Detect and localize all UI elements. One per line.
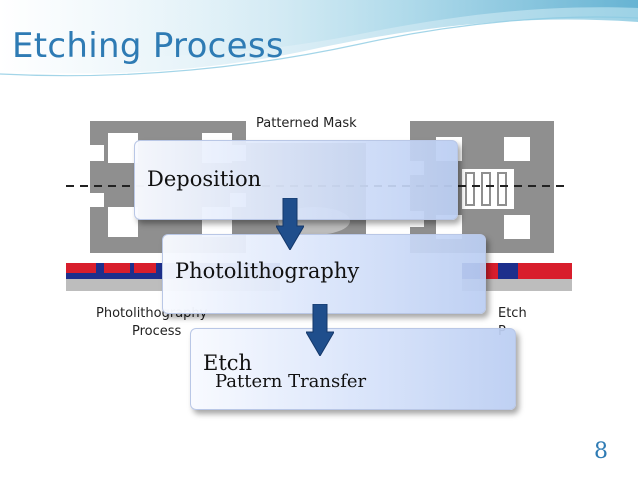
down-arrow-icon bbox=[276, 198, 304, 250]
step-label: Deposition bbox=[147, 167, 262, 191]
step-sub-label: Pattern Transfer bbox=[215, 371, 367, 392]
svg-text:Process: Process bbox=[132, 324, 182, 339]
down-arrow-icon bbox=[306, 304, 334, 356]
step-photolithography: Photolithography bbox=[162, 234, 486, 314]
header-swoosh bbox=[0, 0, 638, 77]
mask-label: Patterned Mask bbox=[256, 116, 357, 131]
step-label: Photolithography bbox=[175, 259, 360, 283]
slide-title: Etching Process bbox=[12, 26, 284, 66]
step-etch: Etch Pattern Transfer bbox=[190, 328, 516, 410]
page-number: 8 bbox=[594, 439, 608, 464]
step-label: Etch bbox=[203, 351, 253, 375]
svg-text:Etch: Etch bbox=[498, 306, 527, 321]
